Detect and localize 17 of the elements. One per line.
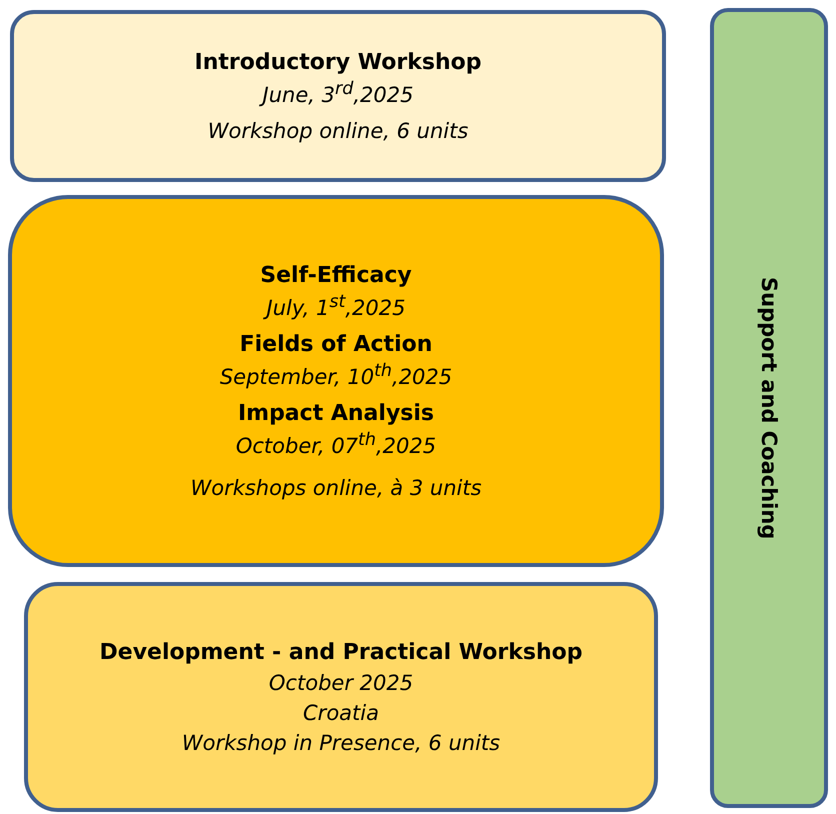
workshop-title: Development - and Practical Workshop [100,640,582,664]
location-text: Croatia [303,700,379,724]
date-text: October, 07$^{th}$,2025 [236,430,436,458]
workshop-title: Impact Analysis [238,400,434,426]
date-text: September, 10$^{th}$,2025 [220,360,452,388]
format-text: Workshops online, à 3 units [190,476,482,500]
workshop-box [24,582,658,812]
side-label: Support and Coaching [757,276,781,540]
format-text: Workshop online, 6 units [208,118,468,142]
date-text: October 2025 [268,670,414,694]
format-text: Workshop in Presence, 6 units [182,730,500,754]
workshop-title: Self-Efficacy [260,262,412,288]
workshop-box [10,10,666,182]
workshop-box [8,195,664,567]
workshop-title: Introductory Workshop [194,50,482,74]
coaching-bar [710,8,828,808]
workshop-title: Fields of Action [240,332,432,356]
